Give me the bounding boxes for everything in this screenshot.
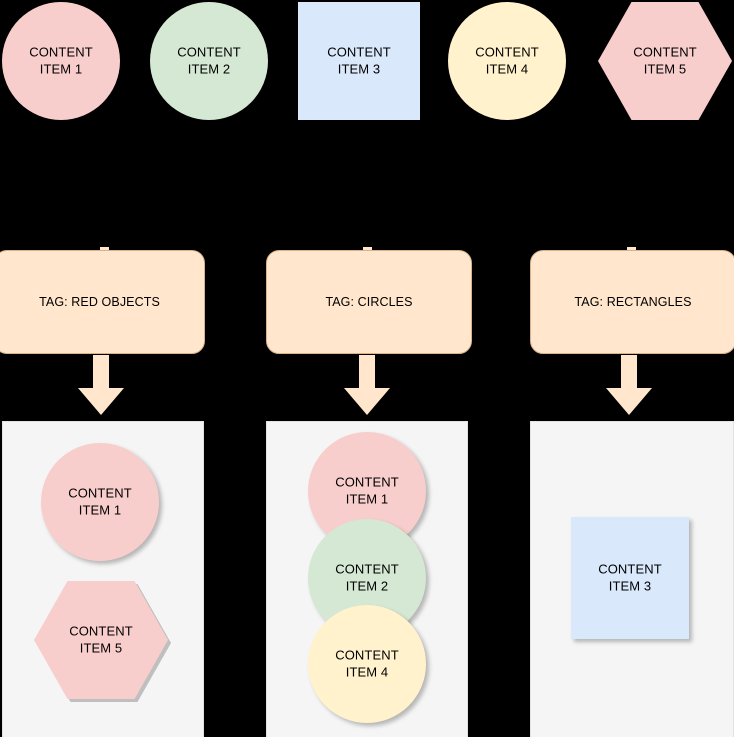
source-item-5-label: CONTENT ITEM 5 [633,44,697,76]
source-item-3-label: CONTENT ITEM 3 [327,44,391,76]
tag-box-rectangles-label: TAG: RECTANGLES [574,295,692,309]
source-item-1[interactable]: CONTENT ITEM 1 [2,2,120,120]
down-arrow-rectangles [606,355,652,415]
result-item-4-circles-panel[interactable]: CONTENT ITEM 4 [308,605,426,723]
result-item-3-rectangles-panel-label: CONTENT ITEM 3 [598,561,662,593]
tag-box-circles[interactable]: TAG: CIRCLES [266,250,472,354]
tag-connector-stub-red [100,247,109,251]
source-item-2[interactable]: CONTENT ITEM 2 [150,2,268,120]
result-item-5-red-panel-label: CONTENT ITEM 5 [69,623,133,655]
arrow-head [78,388,124,415]
arrow-shaft [359,355,375,388]
result-item-1-circles-panel-label: CONTENT ITEM 1 [335,474,399,506]
source-item-4-label: CONTENT ITEM 4 [475,44,539,76]
result-item-1-red-panel[interactable]: CONTENT ITEM 1 [41,443,159,561]
tag-connector-stub-circles [363,247,372,251]
tag-box-rectangles[interactable]: TAG: RECTANGLES [530,250,734,354]
result-item-1-red-panel-label: CONTENT ITEM 1 [68,485,132,517]
arrow-head [606,388,652,415]
arrow-shaft [621,355,637,388]
source-item-2-label: CONTENT ITEM 2 [177,44,241,76]
down-arrow-red-objects [78,355,124,415]
arrow-shaft [93,355,109,388]
arrow-head [344,388,390,415]
tag-box-circles-label: TAG: CIRCLES [325,295,413,309]
source-item-4[interactable]: CONTENT ITEM 4 [448,2,566,120]
tag-box-red-objects-label: TAG: RED OBJECTS [39,295,160,309]
result-item-3-rectangles-panel[interactable]: CONTENT ITEM 3 [571,517,689,639]
tag-box-red-objects[interactable]: TAG: RED OBJECTS [0,250,205,354]
result-item-4-circles-panel-label: CONTENT ITEM 4 [335,647,399,679]
result-item-2-circles-panel-label: CONTENT ITEM 2 [335,561,399,593]
source-item-1-label: CONTENT ITEM 1 [29,44,93,76]
tag-connector-stub-rectangles [627,247,636,251]
source-item-5[interactable]: CONTENT ITEM 5 [598,2,732,120]
down-arrow-circles [344,355,390,415]
source-item-3[interactable]: CONTENT ITEM 3 [298,2,420,120]
